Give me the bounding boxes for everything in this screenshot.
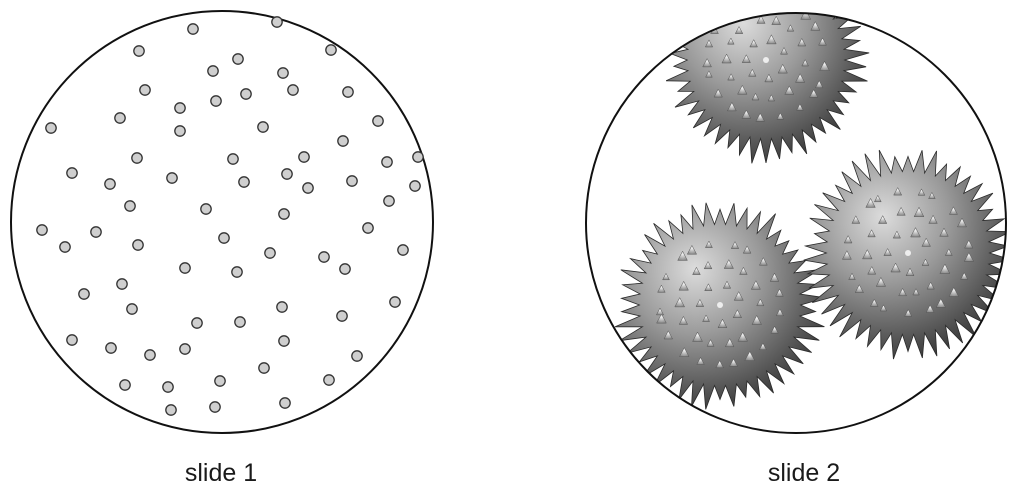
particle-dot xyxy=(352,351,362,361)
particle-dot xyxy=(337,311,347,321)
particle-dot xyxy=(272,17,282,27)
particle-dot xyxy=(326,45,336,55)
particle-dot xyxy=(140,85,150,95)
slide-1-outline xyxy=(11,11,433,433)
particle-dot xyxy=(211,96,221,106)
particle-dot xyxy=(215,376,225,386)
particle-dot xyxy=(219,233,229,243)
particle-dot xyxy=(105,179,115,189)
particle-dot xyxy=(259,363,269,373)
particle-dot xyxy=(280,398,290,408)
particle-dot xyxy=(382,157,392,167)
particle-dot xyxy=(384,196,394,206)
particle-dot xyxy=(134,46,144,56)
particle-dot xyxy=(127,304,137,314)
particle-dot xyxy=(175,126,185,136)
particle-dot xyxy=(299,152,309,162)
particle-dot xyxy=(125,201,135,211)
particle-dot xyxy=(166,405,176,415)
particle-dot xyxy=(79,289,89,299)
particle-dot xyxy=(233,54,243,64)
particle-dot xyxy=(91,227,101,237)
particle-dot xyxy=(163,382,173,392)
particle-dot xyxy=(67,168,77,178)
particle-dot xyxy=(265,248,275,258)
particle-dot xyxy=(167,173,177,183)
particle-dot xyxy=(324,375,334,385)
particle-dot xyxy=(117,279,127,289)
particle-dot xyxy=(373,116,383,126)
particle-dot xyxy=(145,350,155,360)
particle-dot xyxy=(410,181,420,191)
particle-dot xyxy=(279,336,289,346)
particle-dot xyxy=(67,335,77,345)
particle-dot xyxy=(106,343,116,353)
particle-dot xyxy=(303,183,313,193)
particle-dot xyxy=(132,153,142,163)
particle-dot xyxy=(319,252,329,262)
particle-dot xyxy=(241,89,251,99)
particle-dot xyxy=(258,122,268,132)
particle-dot xyxy=(210,402,220,412)
particle-dot xyxy=(343,87,353,97)
particle-dot xyxy=(340,264,350,274)
particle-dot xyxy=(201,204,211,214)
particle-dot xyxy=(338,136,348,146)
slide-2-label: slide 2 xyxy=(704,458,904,488)
particle-dot xyxy=(232,267,242,277)
particle-dot xyxy=(208,66,218,76)
particle-dot xyxy=(60,242,70,252)
particle-dot xyxy=(278,68,288,78)
particle-dot xyxy=(390,297,400,307)
particle-dot xyxy=(282,169,292,179)
particle-dot xyxy=(277,302,287,312)
particle-dot xyxy=(37,225,47,235)
particle-dot xyxy=(239,177,249,187)
particle-dot xyxy=(347,176,357,186)
particle-dot xyxy=(180,263,190,273)
particle-dot xyxy=(235,317,245,327)
particle-dot xyxy=(133,240,143,250)
particle-dot xyxy=(180,344,190,354)
particle-dot xyxy=(188,24,198,34)
particle-dot xyxy=(115,113,125,123)
particle-dot xyxy=(228,154,238,164)
slide-1-label: slide 1 xyxy=(121,458,321,488)
particle-dot xyxy=(398,245,408,255)
slide-1 xyxy=(11,11,433,433)
particle-dot xyxy=(46,123,56,133)
particle-dot xyxy=(192,318,202,328)
particle-dot xyxy=(288,85,298,95)
particle-dot xyxy=(413,152,423,162)
slide-2 xyxy=(586,0,1011,433)
particle-dot xyxy=(363,223,373,233)
particle-dot xyxy=(120,380,130,390)
particle-dot xyxy=(279,209,289,219)
particle-dot xyxy=(175,103,185,113)
